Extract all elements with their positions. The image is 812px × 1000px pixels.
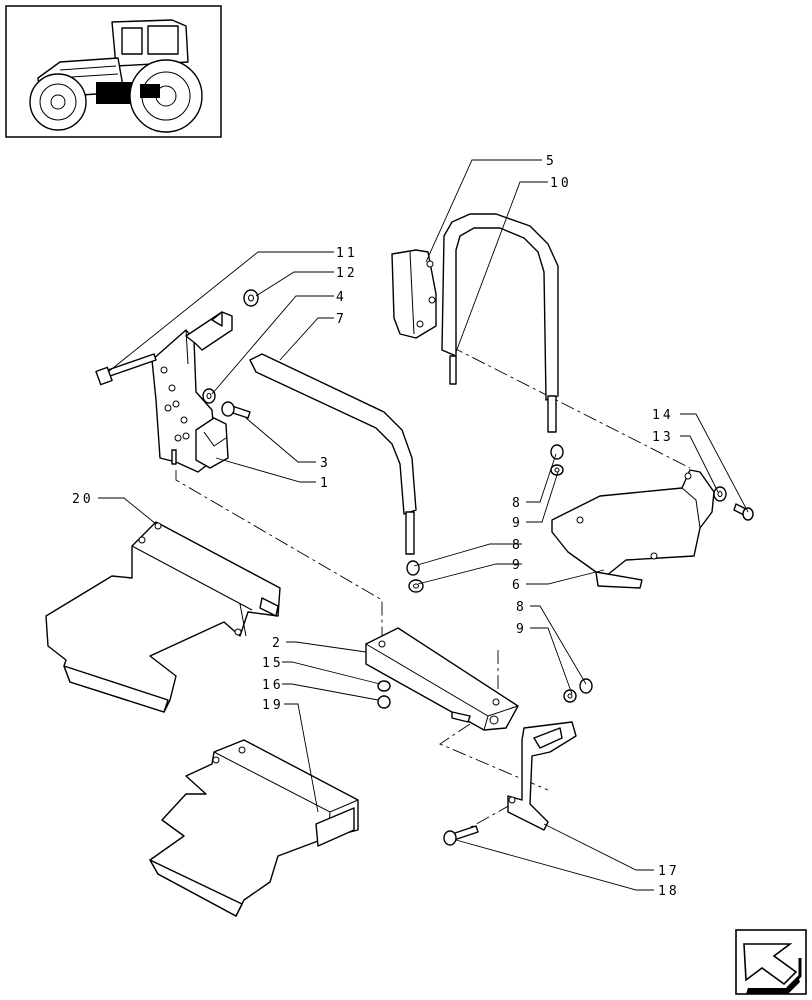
callout-9-lower: 9 <box>516 622 527 637</box>
callout-3: 3 <box>320 456 331 471</box>
callout-13: 13 <box>652 430 674 445</box>
callout-11: 11 <box>336 246 358 261</box>
callout-16: 16 <box>262 678 284 693</box>
callout-1: 1 <box>320 476 331 491</box>
callout-5: 5 <box>546 154 557 169</box>
left-bracket-assembly <box>95 289 259 473</box>
nuts-and-washers <box>377 444 593 709</box>
callout-15: 15 <box>262 656 284 671</box>
step-plate-20 <box>45 521 281 713</box>
next-page-button[interactable] <box>735 929 807 995</box>
right-plate-assembly <box>551 469 754 589</box>
u-bar-assembly <box>391 213 559 433</box>
step-plate-19 <box>149 739 359 917</box>
callout-18: 18 <box>658 884 680 899</box>
callout-19: 19 <box>262 698 284 713</box>
channel-bracket-2 <box>365 627 519 731</box>
callout-9-middle: 9 <box>512 558 523 573</box>
callout-7: 7 <box>336 312 347 327</box>
callout-4: 4 <box>336 290 347 305</box>
callout-2: 2 <box>272 636 283 651</box>
callout-9-upper: 9 <box>512 516 523 531</box>
callout-14: 14 <box>652 408 674 423</box>
callout-8-upper: 8 <box>512 496 523 511</box>
strap-rod-7 <box>249 353 417 555</box>
next-page-arrow-icon <box>743 943 802 994</box>
callout-17: 17 <box>658 864 680 879</box>
callout-6: 6 <box>512 578 523 593</box>
l-bracket-17 <box>443 721 577 846</box>
callout-8-lower: 8 <box>516 600 527 615</box>
tractor-thumbnail-icon <box>29 19 203 133</box>
callout-20: 20 <box>72 492 94 507</box>
callout-10: 10 <box>550 176 572 191</box>
callout-12: 12 <box>336 266 358 281</box>
leader-lines <box>98 159 749 891</box>
callout-labels: 11 12 4 7 3 1 5 10 14 13 8 9 8 9 6 8 9 2… <box>72 154 680 899</box>
callout-8-middle: 8 <box>512 538 523 553</box>
tractor-thumbnail[interactable] <box>5 5 222 138</box>
